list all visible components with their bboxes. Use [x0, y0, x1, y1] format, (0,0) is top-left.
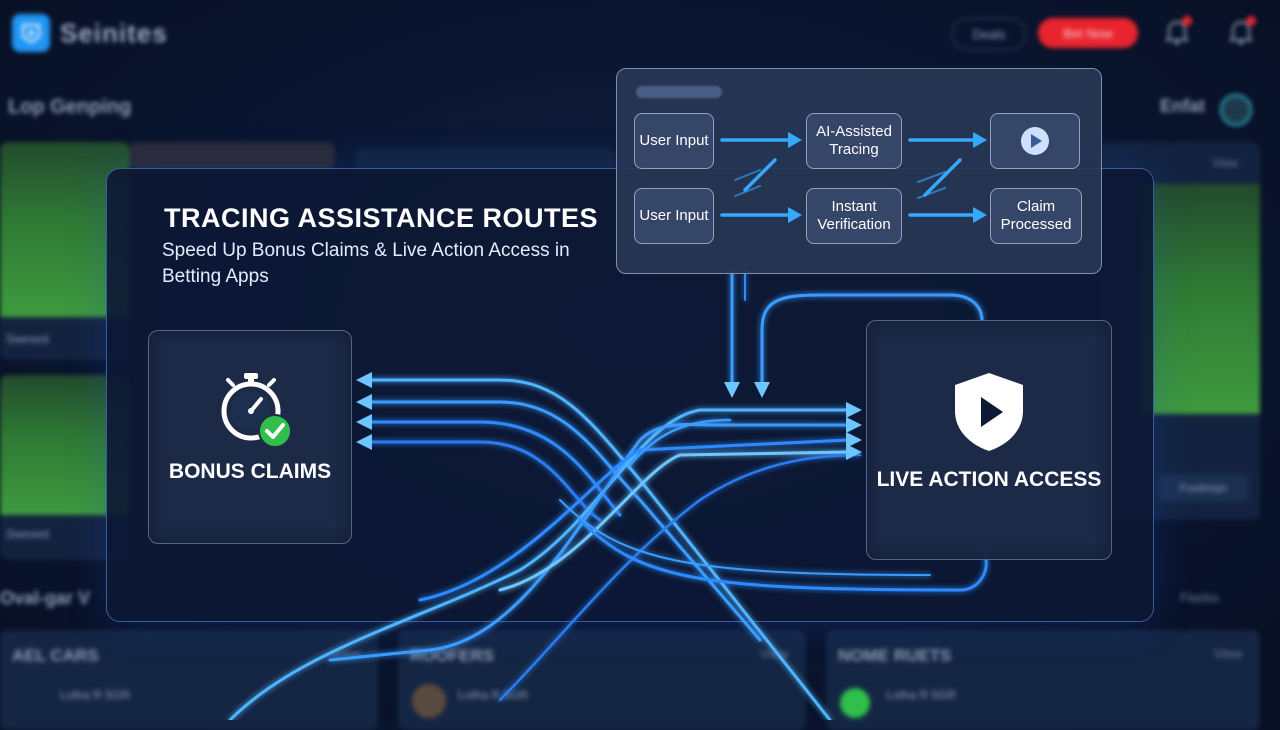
- bottom-card-row: Lotha R 5GR: [458, 688, 529, 702]
- section-title-bottom: Oval-gar V: [0, 588, 91, 608]
- logo-icon: [12, 14, 50, 52]
- bottom-card[interactable]: NOME RUETS View Lotha R 5GR: [826, 630, 1260, 730]
- bottom-card-view[interactable]: View: [1214, 646, 1242, 661]
- section-link-top[interactable]: Enfat: [1160, 96, 1205, 116]
- card-strip: [355, 148, 615, 170]
- card-label: Swesed: [6, 332, 49, 346]
- live-action-box[interactable]: LIVE ACTION ACCESS: [866, 320, 1112, 560]
- bottom-card-row: Lotha R 5GR: [886, 688, 957, 702]
- user-input-node[interactable]: User Input: [634, 113, 714, 169]
- bet-now-button[interactable]: Bet Now: [1038, 18, 1138, 48]
- avatar: [840, 688, 870, 718]
- bottom-card[interactable]: ROOFERS View Lotha R 5GR: [398, 630, 806, 730]
- instant-verification-node[interactable]: Instant Verification: [806, 188, 902, 244]
- claim-processed-node[interactable]: Claim Processed: [990, 188, 1082, 244]
- bonus-claims-label: BONUS CLAIMS: [168, 460, 332, 483]
- bottom-card-row: Lotha R 5GR: [60, 688, 131, 702]
- section-link-bottom[interactable]: Flasbo: [1180, 590, 1220, 605]
- bottom-card-title: NOME RUETS: [838, 646, 952, 665]
- panel-subtitle: Speed Up Bonus Claims & Live Action Acce…: [162, 240, 570, 287]
- card-label: Swesed: [6, 527, 49, 541]
- user-input-node[interactable]: User Input: [634, 188, 714, 244]
- chevron-right-icon[interactable]: [1220, 94, 1252, 126]
- flow-panel-handle: [636, 86, 722, 98]
- panel-title: TRACING ASSISTANCE ROUTES: [164, 203, 599, 233]
- play-node[interactable]: [990, 113, 1080, 169]
- shield-play-icon: [955, 373, 1023, 451]
- card-strip: [130, 142, 335, 170]
- ai-tracing-node[interactable]: AI-Assisted Tracing: [806, 113, 902, 169]
- bonus-claims-box[interactable]: BONUS CLAIMS: [148, 330, 352, 544]
- bell-icon[interactable]: [1228, 16, 1256, 46]
- avatar: [412, 684, 446, 718]
- live-action-label: LIVE ACTION ACCESS: [876, 468, 1102, 491]
- play-icon: [1021, 127, 1049, 155]
- section-title-top: Lop Genping: [8, 96, 132, 118]
- deals-button[interactable]: Deals: [952, 18, 1026, 50]
- app-title: Seinites: [60, 18, 168, 48]
- checkmark-icon: [258, 414, 292, 448]
- card-action-button[interactable]: Footman: [1158, 474, 1248, 502]
- bell-icon[interactable]: [1164, 16, 1192, 46]
- card-view-link[interactable]: View: [1212, 156, 1238, 170]
- top-bar: Seinites Deals Bet Now: [0, 0, 1280, 70]
- bottom-card-title: AEL CARS: [12, 646, 99, 665]
- stopwatch-icon: [221, 373, 281, 441]
